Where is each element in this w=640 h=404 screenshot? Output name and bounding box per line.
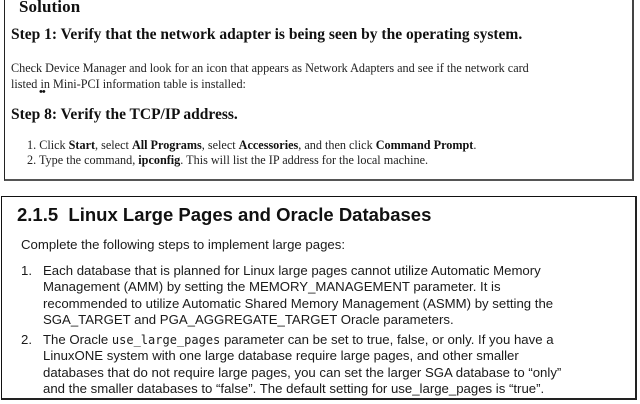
step1-paragraph-line: listed in Mini-PCI information table is … [11, 77, 246, 91]
list-item-text: Each database that is planned for Linux … [43, 263, 640, 328]
section-box: 2.1.5 Linux Large Pages and Oracle Datab… [1, 196, 637, 400]
list-number: 2. [27, 153, 37, 167]
text-line: Each database that is planned for Linux … [43, 263, 541, 278]
ellipsis-marker: •• [39, 86, 46, 98]
list-number: 1. [27, 138, 37, 152]
solution-title: Solution [19, 0, 81, 16]
list-item-text: The Oracle use_large_pages parameter can… [43, 332, 640, 397]
text: . [473, 138, 477, 152]
list-number: 2. [21, 332, 32, 347]
bold-term: Start [68, 138, 96, 152]
bold-term: Accessories [238, 138, 299, 152]
text: Click [39, 138, 69, 152]
list-number: 1. [21, 263, 32, 278]
text: parameter can be set to true, false, or … [220, 332, 554, 347]
text-line: databases that do not require large page… [43, 364, 562, 380]
text: , select [95, 138, 132, 152]
text-line: LinuxONE system with one large database … [43, 348, 519, 364]
text: The Oracle [43, 332, 112, 347]
step8-list-item: 2. Type the command, ipconfig. This will… [27, 153, 476, 168]
text: , and then click [298, 138, 376, 152]
section-title: 2.1.5 Linux Large Pages and Oracle Datab… [17, 204, 432, 225]
solution-box: Solution Step 1: Verify that the network… [4, 0, 634, 181]
section-intro: Complete the following steps to implemen… [21, 237, 346, 252]
text-line: recommended to utilize Automatic Shared … [43, 295, 554, 311]
text-line: Management (AMM) by setting the MEMORY_M… [43, 279, 501, 295]
bold-term: All Programs [131, 138, 202, 152]
code-term: use_large_pages [111, 333, 221, 347]
text: . This will list the IP address for the … [180, 153, 429, 167]
text-line: SGA_TARGET and PGA_AGGREGATE_TARGET Orac… [43, 311, 454, 327]
step8-heading: Step 8: Verify the TCP/IP address. [11, 106, 238, 123]
text-line: The Oracle use_large_pages parameter can… [43, 332, 640, 348]
step1-paragraph-line: Check Device Manager and look for an ico… [11, 61, 529, 75]
step8-list: 1. Click Start, select All Programs, sel… [27, 138, 476, 168]
bold-term: Command Prompt [375, 138, 474, 152]
step1-heading: Step 1: Verify that the network adapter … [11, 26, 523, 43]
bold-term: ipconfig [138, 153, 181, 167]
text: Type the command, [38, 153, 139, 167]
step8-list-item: 1. Click Start, select All Programs, sel… [27, 138, 476, 153]
text-line: and the smaller databases to “false”. Th… [43, 380, 545, 396]
step1-paragraph: Check Device Manager and look for an ico… [11, 60, 631, 92]
text: , select [201, 138, 239, 152]
